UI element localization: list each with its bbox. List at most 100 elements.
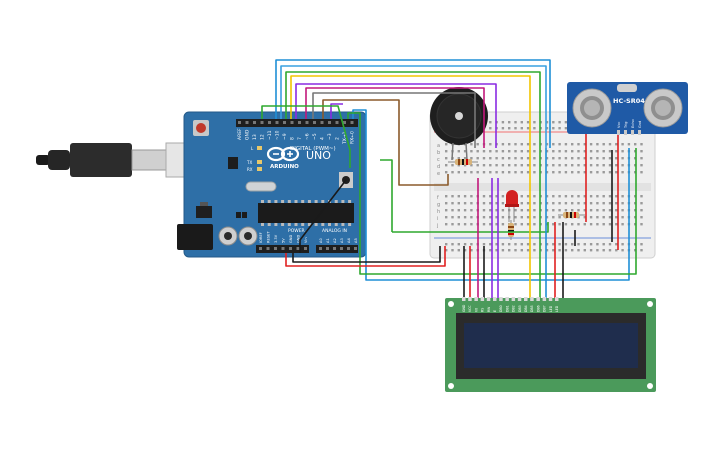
breadboard-hole (526, 150, 530, 153)
breadboard-hole (634, 143, 637, 146)
lcd-pin-label: RS (481, 308, 485, 312)
wire-red (285, 246, 446, 267)
breadboard-hole (621, 195, 624, 198)
reset-button[interactable] (196, 123, 206, 133)
breadboard-hole (589, 209, 593, 212)
arduino-logo (266, 146, 300, 162)
header-pin (304, 247, 307, 250)
breadboard-hole (608, 150, 612, 153)
sensor-pin-label: Trig (624, 122, 628, 129)
red-led (505, 190, 519, 222)
breadboard-hole (571, 164, 574, 167)
breadboard-hole (463, 216, 467, 219)
breadboard-hole (558, 143, 561, 146)
breadboard-hole (457, 171, 460, 174)
breadboard-hole (470, 243, 473, 246)
breadboard-hole (526, 121, 530, 124)
breadboard-hole (520, 157, 523, 160)
breadboard-hole (640, 157, 643, 160)
breadboard-hole (445, 202, 448, 205)
led-label: TX (246, 160, 252, 165)
pin-label: IOREF (259, 232, 263, 243)
chip-pin (281, 200, 285, 203)
breadboard-hole (602, 202, 605, 205)
pin-label: A1 (326, 238, 330, 243)
header-pin (259, 247, 262, 250)
breadboard-hole (564, 202, 568, 205)
power-label: POWER (288, 228, 305, 234)
breadboard-hole (602, 143, 605, 146)
breadboard-hole (621, 249, 624, 252)
lcd-pin (536, 297, 540, 301)
breadboard-hole (457, 150, 460, 153)
breadboard-hole (457, 202, 460, 205)
pin-label: 5V (282, 238, 286, 243)
chip-pin (334, 223, 338, 226)
breadboard-hole (558, 157, 561, 160)
header-pin (245, 121, 249, 124)
breadboard-hole (583, 150, 586, 153)
breadboard-hole (608, 164, 612, 167)
breadboard-hole (589, 171, 593, 174)
header-pin (335, 121, 339, 124)
breadboard-hole (470, 143, 473, 146)
breadboard-hole (589, 202, 593, 205)
breadboard-hole (520, 171, 523, 174)
breadboard-hole (482, 150, 486, 153)
breadboard-hole (564, 150, 568, 153)
breadboard-hole (495, 171, 498, 174)
breadboard-hole (564, 195, 568, 198)
voltage-regulator (196, 206, 212, 218)
breadboard-hole (533, 121, 536, 124)
pin-label: TX→1 (342, 131, 348, 145)
breadboard-hole (615, 202, 618, 205)
breadboard-hole (501, 243, 505, 246)
breadboard-hole (526, 143, 530, 146)
breadboard-hole (589, 157, 593, 160)
breadboard-hole (489, 121, 492, 124)
onboard-leds: L TX RX (246, 146, 262, 172)
chip-pin (348, 200, 352, 203)
breadboard-hole (608, 216, 612, 219)
breadboard-hole (470, 171, 473, 174)
breadboard-hole (501, 143, 505, 146)
breadboard-hole (564, 121, 568, 124)
header-pin (266, 247, 270, 250)
breadboard-hole (533, 249, 536, 252)
breadboard-hole (445, 209, 448, 212)
breadboard-hole (489, 209, 492, 212)
breadboard-hole (501, 150, 505, 153)
breadboard-hole (577, 150, 580, 153)
breadboard-hole (602, 216, 605, 219)
breadboard-hole (552, 223, 555, 226)
chip-pin (307, 200, 311, 203)
breadboard-hole (501, 202, 505, 205)
breadboard-hole (470, 216, 473, 219)
pin-label: ~6 (305, 133, 311, 140)
breadboard-hole (640, 195, 643, 198)
breadboard-hole (558, 121, 561, 124)
breadboard-hole (495, 216, 498, 219)
breadboard-hole (482, 243, 486, 246)
breadboard-hole (545, 121, 549, 124)
breadboard-hole (552, 150, 555, 153)
breadboard-hole (526, 164, 530, 167)
pin-label: A0 (319, 238, 323, 243)
breadboard-hole (558, 164, 561, 167)
chip-pin (261, 200, 264, 203)
breadboard-hole (463, 164, 467, 167)
resistor-3 (558, 212, 585, 218)
breadboard-hole (476, 164, 479, 167)
pin-label: A3 (340, 238, 344, 243)
breadboard-hole (514, 157, 517, 160)
ultrasonic-sensor: HC-SR04 Vcc Trig Echo Gnd (567, 82, 688, 135)
row-letter: d (437, 164, 440, 170)
breadboard-hole (520, 249, 523, 252)
row-letter: c (437, 157, 440, 163)
breadboard-hole (552, 249, 555, 252)
header-pin (320, 121, 324, 124)
breadboard-hole (533, 164, 536, 167)
breadboard-hole (508, 157, 511, 160)
breadboard-hole (615, 150, 618, 153)
breadboard-hole (451, 202, 454, 205)
